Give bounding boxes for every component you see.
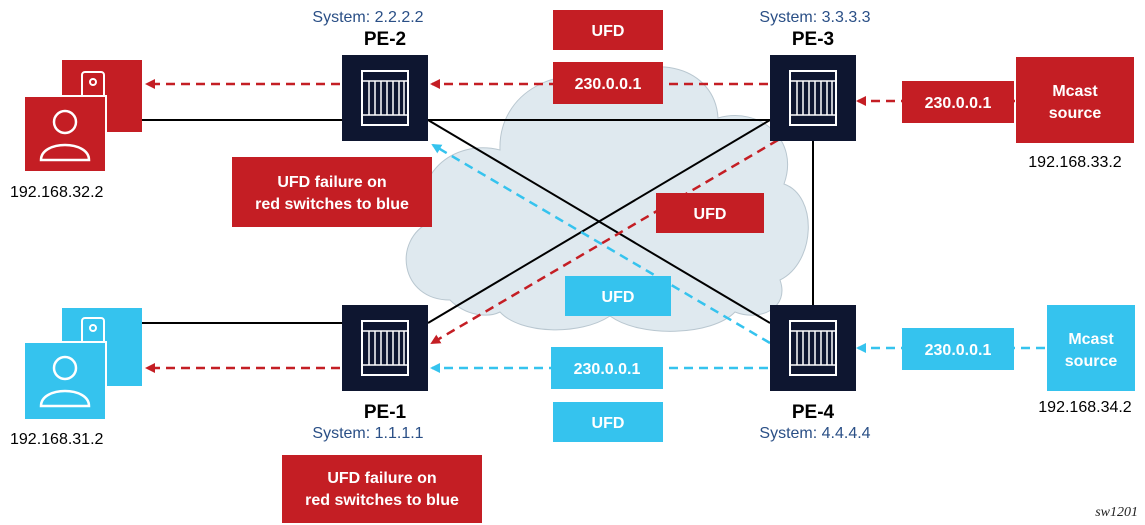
receiver-blue-ip: 192.168.31.2 [10, 431, 104, 448]
label-ufd-bottom: UFD [553, 402, 663, 442]
label-ufd-mid-red: UFD [656, 193, 764, 233]
svg-text:UFD: UFD [602, 289, 635, 306]
blue-flow-pe4-pe2 [431, 143, 771, 345]
label-failure-upper: UFD failure on red switches to blue [232, 157, 432, 227]
figure-caption: sw1201 [1095, 505, 1138, 520]
svg-text:230.0.0.1: 230.0.0.1 [925, 342, 992, 359]
pe2-name-label: PE-2 [364, 29, 406, 50]
pe1-system-label: System: 1.1.1.1 [312, 425, 423, 442]
pe3-system-label: System: 3.3.3.3 [759, 9, 870, 26]
svg-text:UFD: UFD [592, 415, 625, 432]
svg-text:red switches to blue: red switches to blue [255, 196, 409, 213]
source-blue: Mcast source 192.168.34.2 [1038, 305, 1135, 416]
source-red-line2: source [1049, 105, 1102, 122]
pe4-system-label: System: 4.4.4.4 [759, 425, 870, 442]
pe4-name-label: PE-4 [792, 402, 835, 423]
svg-text:UFD: UFD [694, 206, 727, 223]
link-pe1-pe3 [427, 119, 771, 324]
svg-text:red switches to blue: red switches to blue [305, 492, 459, 509]
source-red-line1: Mcast [1052, 83, 1098, 100]
source-blue-ip: 192.168.34.2 [1038, 399, 1132, 416]
network-links [142, 119, 814, 324]
label-group-right-blue: 230.0.0.1 [902, 328, 1014, 370]
pe1-name-label: PE-1 [364, 402, 407, 423]
pe3-name-label: PE-3 [792, 29, 834, 50]
label-failure-lower: UFD failure on red switches to blue [282, 455, 482, 523]
source-blue-line2: source [1065, 353, 1118, 370]
pe2-system-label: System: 2.2.2.2 [312, 9, 423, 26]
label-ufd-top: UFD [553, 10, 663, 50]
receiver-blue: 192.168.31.2 [10, 308, 142, 448]
svg-text:UFD failure on: UFD failure on [327, 470, 436, 487]
label-group-top: 230.0.0.1 [553, 62, 663, 104]
svg-text:230.0.0.1: 230.0.0.1 [925, 95, 992, 112]
svg-text:230.0.0.1: 230.0.0.1 [575, 76, 642, 93]
router-pe4: PE-4 System: 4.4.4.4 [759, 304, 871, 442]
receiver-red-ip: 192.168.32.2 [10, 184, 104, 201]
user-device-icon [23, 308, 142, 421]
user-device-icon [23, 60, 142, 173]
red-flow-pe3-pe1 [430, 138, 779, 345]
router-pe1: PE-1 System: 1.1.1.1 [312, 304, 429, 442]
svg-text:UFD: UFD [592, 23, 625, 40]
label-ufd-mid-blue: UFD [565, 276, 671, 316]
label-group-bottom: 230.0.0.1 [551, 347, 663, 389]
router-pe3: System: 3.3.3.3 PE-3 [759, 9, 871, 142]
source-red: Mcast source 192.168.33.2 [1016, 57, 1134, 171]
svg-text:230.0.0.1: 230.0.0.1 [574, 361, 641, 378]
source-red-ip: 192.168.33.2 [1028, 154, 1122, 171]
svg-text:UFD failure on: UFD failure on [277, 174, 386, 191]
router-pe2: System: 2.2.2.2 PE-2 [312, 9, 429, 142]
source-blue-line1: Mcast [1068, 331, 1114, 348]
receiver-red: 192.168.32.2 [10, 60, 142, 201]
label-group-right-red: 230.0.0.1 [902, 81, 1014, 123]
